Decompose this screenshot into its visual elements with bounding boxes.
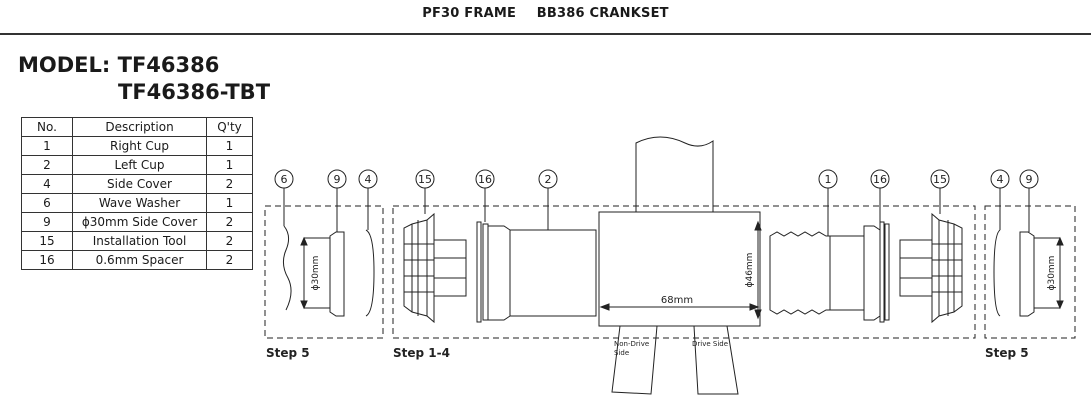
callout-number: 9 [334, 173, 341, 186]
callout-number: 15 [933, 173, 947, 186]
left-installation-tool [403, 212, 467, 324]
model-label: MODEL: [18, 53, 111, 77]
callout-number: 4 [365, 173, 372, 186]
dim-30-left-label: ϕ30mm [311, 256, 321, 291]
model-number-1: TF46386 [117, 53, 220, 77]
callout-9: 9 [327, 169, 347, 189]
left-cup [487, 225, 597, 321]
dim-46-label: ϕ46mm [745, 253, 755, 288]
callout-circle [358, 169, 378, 189]
callout-circle [475, 169, 495, 189]
part-description: 0.6mm Spacer [72, 250, 207, 270]
callout-circle [818, 169, 838, 189]
callout-circle [990, 169, 1010, 189]
callout-16: 16 [870, 169, 890, 189]
left-spacer [476, 221, 489, 323]
callout-number: 9 [1026, 173, 1033, 186]
callout-number: 16 [873, 173, 887, 186]
model-number-2: TF46386-TBT [118, 80, 271, 104]
callout-number: 1 [825, 173, 832, 186]
callout-15: 15 [930, 169, 950, 189]
callout-circle [327, 169, 347, 189]
step-label-middle: Step 1-4 [393, 346, 450, 360]
wave-washer [282, 225, 292, 311]
right-spacer [879, 221, 890, 323]
model-block: MODEL: TF46386 TF46386-TBT [18, 52, 270, 104]
callout-6: 6 [274, 169, 294, 189]
callout-4: 4 [358, 169, 378, 189]
callout-number: 16 [478, 173, 492, 186]
callout-circle [274, 169, 294, 189]
callout-15: 15 [415, 169, 435, 189]
header-divider [0, 33, 1091, 35]
step5-left-box [264, 205, 384, 339]
callout-circle [1019, 169, 1039, 189]
part-description: ϕ30mm Side Cover [72, 212, 207, 232]
step-label-left: Step 5 [266, 346, 310, 360]
step-label-right: Step 5 [985, 346, 1029, 360]
callout-leaders [283, 188, 1030, 236]
callout-number: 6 [281, 173, 288, 186]
crankset-title: BB386 CRANKSET [536, 6, 669, 21]
dim-68-label: 68mm [661, 295, 693, 306]
step5-right-box [984, 205, 1076, 339]
callout-4: 4 [990, 169, 1010, 189]
callout-1: 1 [818, 169, 838, 189]
callout-2: 2 [538, 169, 558, 189]
right-installation-tool [899, 212, 963, 324]
callout-number: 15 [418, 173, 432, 186]
callout-circle [538, 169, 558, 189]
right-cup [769, 225, 881, 321]
callout-number: 2 [545, 173, 552, 186]
callouts: 6 9 4 15 16 2 1 16 15 4 9 [274, 169, 1039, 189]
callout-circle [930, 169, 950, 189]
callout-circle [415, 169, 435, 189]
page-header: PF30 FRAME BB386 CRANKSET [0, 6, 1091, 21]
callout-circle [870, 169, 890, 189]
frame-title: PF30 FRAME [422, 6, 517, 21]
drive-side-label: Drive Side [692, 340, 728, 348]
non-drive-side-label-2: Side [614, 349, 629, 357]
part-qty: 2 [206, 250, 253, 270]
step1-4-box [392, 205, 976, 339]
non-drive-side-label-1: Non-Drive [614, 340, 649, 348]
callout-9: 9 [1019, 169, 1039, 189]
right-side-cover [1019, 231, 1035, 317]
left-cover [365, 229, 375, 317]
part-no: 16 [21, 250, 73, 270]
left-side-cover [329, 231, 345, 317]
dim-30-right-label: ϕ30mm [1047, 256, 1057, 291]
callout-number: 4 [997, 173, 1004, 186]
right-cover [993, 229, 1001, 317]
callout-16: 16 [475, 169, 495, 189]
